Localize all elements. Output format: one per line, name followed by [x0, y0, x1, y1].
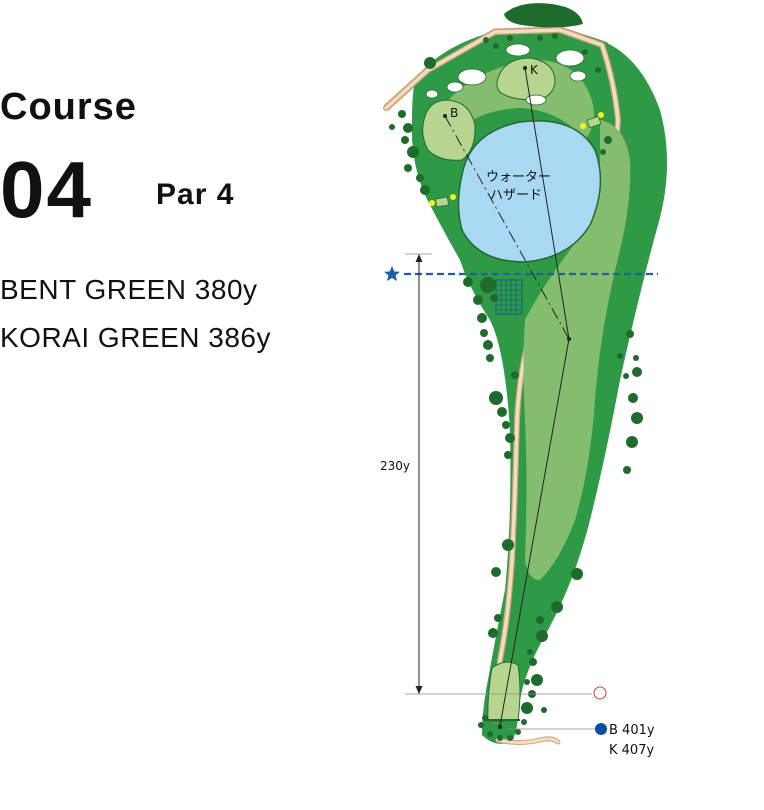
hazard-label-line2: ハザード	[490, 188, 542, 203]
tee-back-label: B 401y	[609, 723, 655, 738]
fairway	[523, 120, 631, 580]
target-circle-icon	[593, 686, 607, 700]
hazard-label-line1: ウォーター	[486, 170, 551, 185]
play-line-tee	[499, 338, 570, 727]
marker-yellow	[598, 112, 604, 118]
tee-marker-icon	[595, 723, 607, 735]
tee-korai-label: K 407y	[609, 743, 654, 758]
korai-green-yardage: KORAI GREEN 386y	[0, 322, 271, 353]
bunker	[505, 43, 531, 57]
bunker	[446, 81, 464, 93]
course-label: Course	[0, 86, 137, 128]
marker-yellow	[450, 194, 456, 200]
tree-cluster-top	[504, 3, 583, 28]
bunker	[457, 68, 487, 86]
carry-distance-label: 230y	[380, 459, 410, 473]
water-hazard	[457, 120, 602, 263]
bunker	[425, 89, 439, 99]
play-line-b	[444, 115, 570, 340]
bunker	[525, 94, 547, 106]
trees	[389, 33, 643, 741]
green-k	[496, 57, 556, 101]
green-k-label: K	[530, 63, 539, 77]
green-b	[422, 99, 476, 161]
star-icon	[384, 266, 400, 281]
bunker	[555, 49, 585, 67]
bunker	[569, 70, 587, 82]
par-label: Par 4	[156, 178, 235, 211]
arrow-down-icon	[415, 686, 423, 694]
play-line-k	[524, 67, 570, 340]
tee-box	[487, 661, 521, 723]
hole-number: 04	[0, 145, 93, 234]
marker-yellow	[580, 123, 586, 129]
drop-zone-grid	[495, 279, 523, 315]
marker-yellow	[429, 200, 435, 206]
arrow-up-icon	[415, 254, 423, 262]
bent-green-yardage: BENT GREEN 380y	[0, 274, 258, 305]
green-b-label: B	[450, 106, 458, 120]
